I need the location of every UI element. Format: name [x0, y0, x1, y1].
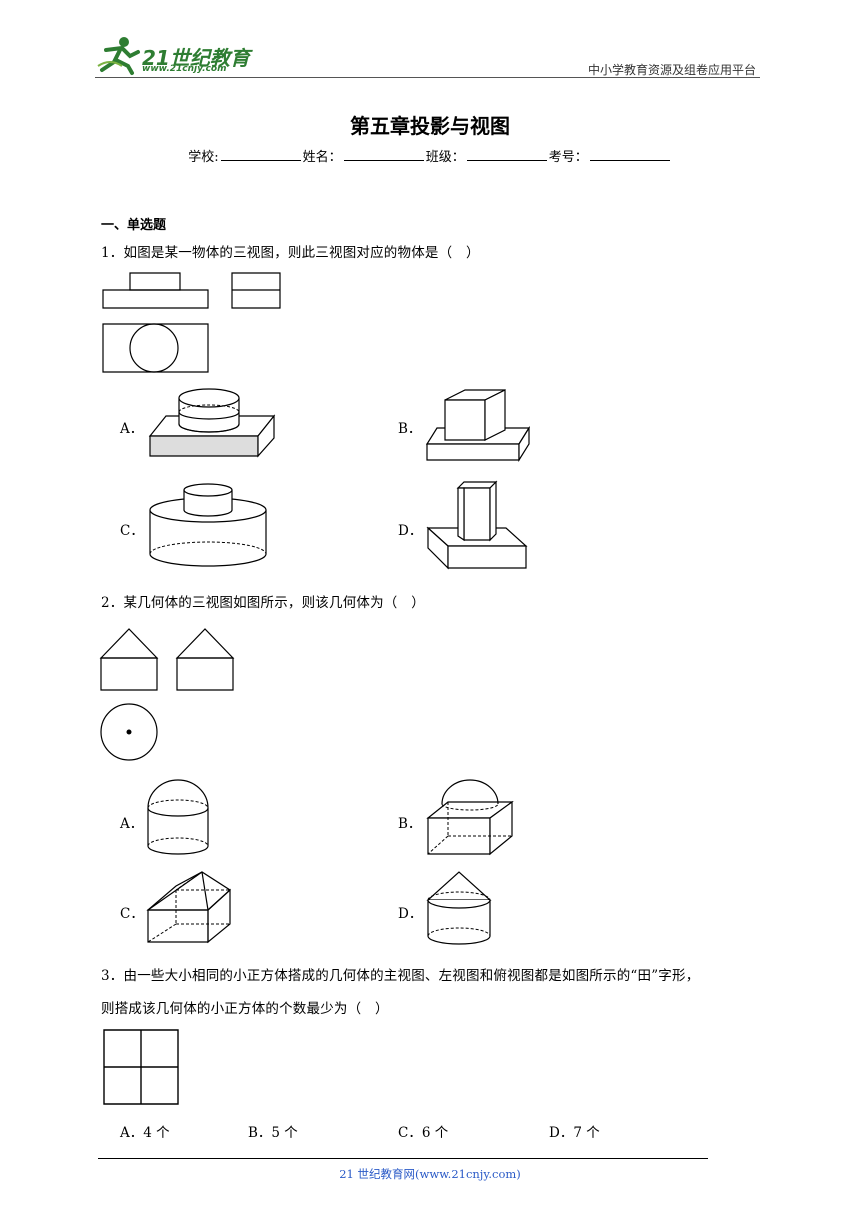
exam-no-blank: [589, 149, 670, 161]
q3-tian-grid-figure: [102, 1028, 180, 1106]
footer-text[interactable]: 21 世纪教育网(www.21cnjy.com): [339, 1167, 521, 1181]
q3-option-a[interactable]: A．4 个: [120, 1125, 170, 1141]
q3-option-b[interactable]: B．5 个: [248, 1125, 298, 1141]
q1-option-d-label[interactable]: D．: [398, 523, 423, 539]
logo-url: www.21cnjy.com: [142, 64, 227, 74]
q1-option-d-figure: [426, 480, 530, 572]
q2-option-d-label[interactable]: D．: [398, 906, 423, 922]
class-blank: [466, 149, 547, 161]
runner-logo-icon: [96, 37, 140, 74]
q2-option-c-label[interactable]: C．: [120, 906, 144, 922]
q3-option-c[interactable]: C．6 个: [398, 1125, 449, 1141]
question-2-text: 2．某几何体的三视图如图所示，则该几何体为（ ）: [101, 595, 425, 611]
page-title: 第五章投影与视图: [350, 114, 510, 138]
q1-option-b-label[interactable]: B．: [398, 421, 422, 437]
q1-option-c-figure: [146, 482, 270, 568]
logo-text: 21世纪教育: [142, 46, 250, 70]
q2-option-b-figure: [424, 778, 516, 858]
question-3-text-line2: 则搭成该几何体的小正方体的个数最少为（ ）: [101, 1001, 389, 1017]
school-label: 学校:: [188, 150, 219, 165]
header: 21世纪教育 www.21cnjy.com 中小学教育资源及组卷应用平台: [0, 0, 860, 80]
name-blank: [343, 149, 424, 161]
exam-no-label: 考号：: [548, 150, 588, 165]
q1-three-views: [100, 270, 285, 375]
q2-option-b-label[interactable]: B．: [398, 816, 422, 832]
q1-option-b-figure: [425, 386, 535, 464]
q2-option-d-figure: [426, 868, 492, 948]
header-divider: [95, 77, 760, 78]
q2-option-a-figure: [146, 778, 210, 858]
q2-three-views: [98, 626, 238, 764]
q1-option-c-label[interactable]: C．: [120, 523, 144, 539]
question-3-text-line1: 3．由一些大小相同的小正方体搭成的几何体的主视图、左视图和俯视图都是如图所示的“…: [101, 968, 700, 984]
footer-divider: [98, 1158, 708, 1159]
q2-option-a-label[interactable]: A．: [120, 816, 144, 832]
question-1-text: 1．如图是某一物体的三视图，则此三视图对应的物体是（ ）: [101, 245, 480, 261]
q2-option-c-figure: [146, 868, 232, 946]
student-info: 学校: 姓名： 班级： 考号：: [0, 146, 860, 165]
header-right-text: 中小学教育资源及组卷应用平台: [587, 63, 756, 77]
name-label: 姓名：: [302, 150, 342, 165]
class-label: 班级：: [425, 150, 465, 165]
q3-option-d[interactable]: D．7 个: [549, 1125, 600, 1141]
section-heading: 一、单选题: [101, 218, 167, 233]
school-blank: [220, 149, 301, 161]
q1-option-a-label[interactable]: A．: [120, 421, 144, 437]
q1-option-a-figure: [146, 386, 276, 461]
